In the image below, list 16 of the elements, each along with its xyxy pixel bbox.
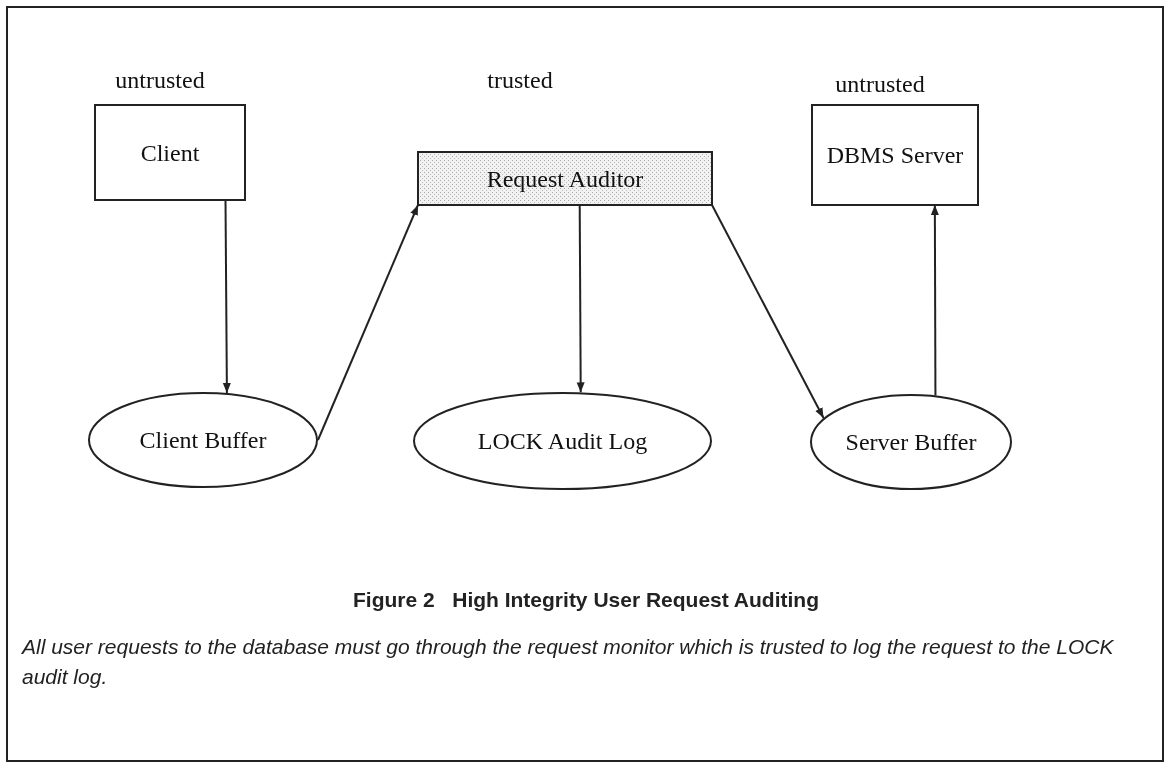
arrow <box>930 204 939 397</box>
node-label: DBMS Server <box>826 141 964 170</box>
node-label: Client <box>140 138 200 168</box>
arrow <box>317 204 419 441</box>
node-label: LOCK Audit Log <box>477 427 648 456</box>
trust-label: trusted <box>486 66 554 95</box>
node-label: Server Buffer <box>845 428 977 457</box>
arrow <box>576 204 585 394</box>
figure-title: Figure 2 High Integrity User Request Auditing <box>352 587 820 613</box>
trust-label: untrusted <box>834 70 926 99</box>
figure-caption: All user requests to the database must go through the request monitor which is trusted to log the request to the LOCK audit log. <box>22 634 1115 690</box>
trust-label: untrusted <box>114 66 206 95</box>
arrow <box>711 204 825 419</box>
node-label: Client Buffer <box>139 426 267 455</box>
arrow <box>222 199 231 395</box>
node-label: Request Auditor <box>486 164 644 194</box>
